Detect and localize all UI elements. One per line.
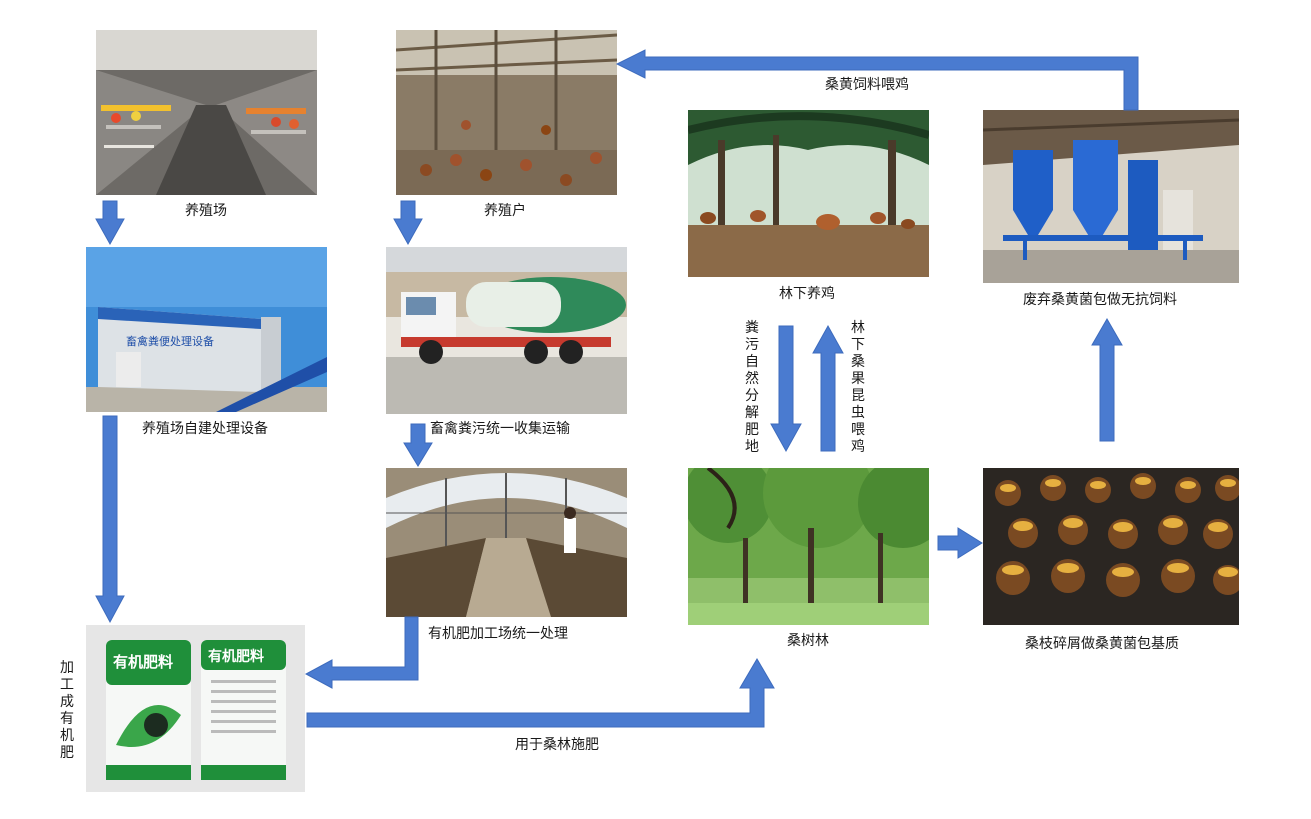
tanker-truck-photo	[386, 247, 627, 414]
label-forest-chicken: 林下养鸡	[779, 286, 835, 302]
fungus-bags-photo	[983, 468, 1239, 625]
arrow-plant-to-fertilizer	[304, 616, 419, 689]
fertilizer-bag-text-right: 有机肥料	[208, 648, 264, 665]
label-farm-equipment: 养殖场自建处理设备	[142, 421, 268, 437]
compost-greenhouse-photo	[386, 468, 627, 617]
arrow-farm-to-equipment	[95, 200, 125, 246]
feed-processing-plant-photo	[983, 110, 1239, 283]
label-mulberry-forest: 桑树林	[787, 633, 829, 649]
arrow-fertilizer-to-forest	[306, 658, 775, 728]
arrow-forest-to-chicken	[812, 324, 844, 452]
waste-treatment-equipment-photo: 畜禽粪便处理设备	[86, 247, 327, 412]
arrow-fungus-to-feed	[1091, 317, 1123, 442]
arrow-transport-to-plant	[403, 423, 433, 467]
label-fertilizer-plant: 有机肥加工场统一处理	[428, 626, 568, 642]
chickens-under-trees-photo	[688, 110, 929, 277]
label-household: 养殖户	[484, 203, 526, 219]
label-feed-factory: 废弃桑黄菌包做无抗饲料	[1023, 292, 1177, 308]
edge-label-feed-chicken: 桑黄饲料喂鸡	[825, 77, 909, 93]
label-transport: 畜禽粪污统一收集运输	[430, 421, 570, 437]
fertilizer-bags-photo: 有机肥料 有机肥料	[86, 625, 305, 792]
label-fungus-substrate: 桑枝碎屑做桑黄菌包基质	[1025, 636, 1179, 652]
chicken-coop-photo	[396, 30, 617, 195]
edge-label-manure-decompose: 粪污自然分解肥地	[745, 320, 759, 455]
edge-label-insect-feed: 林下桑果昆虫喂鸡	[851, 320, 865, 455]
arrow-household-to-transport	[393, 200, 423, 246]
label-farm: 养殖场	[185, 203, 227, 219]
arrow-equipment-to-fertilizer	[95, 415, 125, 624]
label-organic-fertilizer: 加工成有机肥	[60, 660, 74, 761]
mulberry-forest-photo	[688, 468, 929, 625]
equipment-sign-text: 畜禽粪便处理设备	[126, 334, 214, 348]
edge-label-fertilize-forest: 用于桑林施肥	[515, 737, 599, 753]
poultry-farm-photo	[96, 30, 317, 195]
arrow-chicken-to-forest	[770, 325, 802, 453]
fertilizer-bag-text-left: 有机肥料	[113, 653, 173, 671]
arrow-forest-to-fungus	[937, 527, 983, 559]
